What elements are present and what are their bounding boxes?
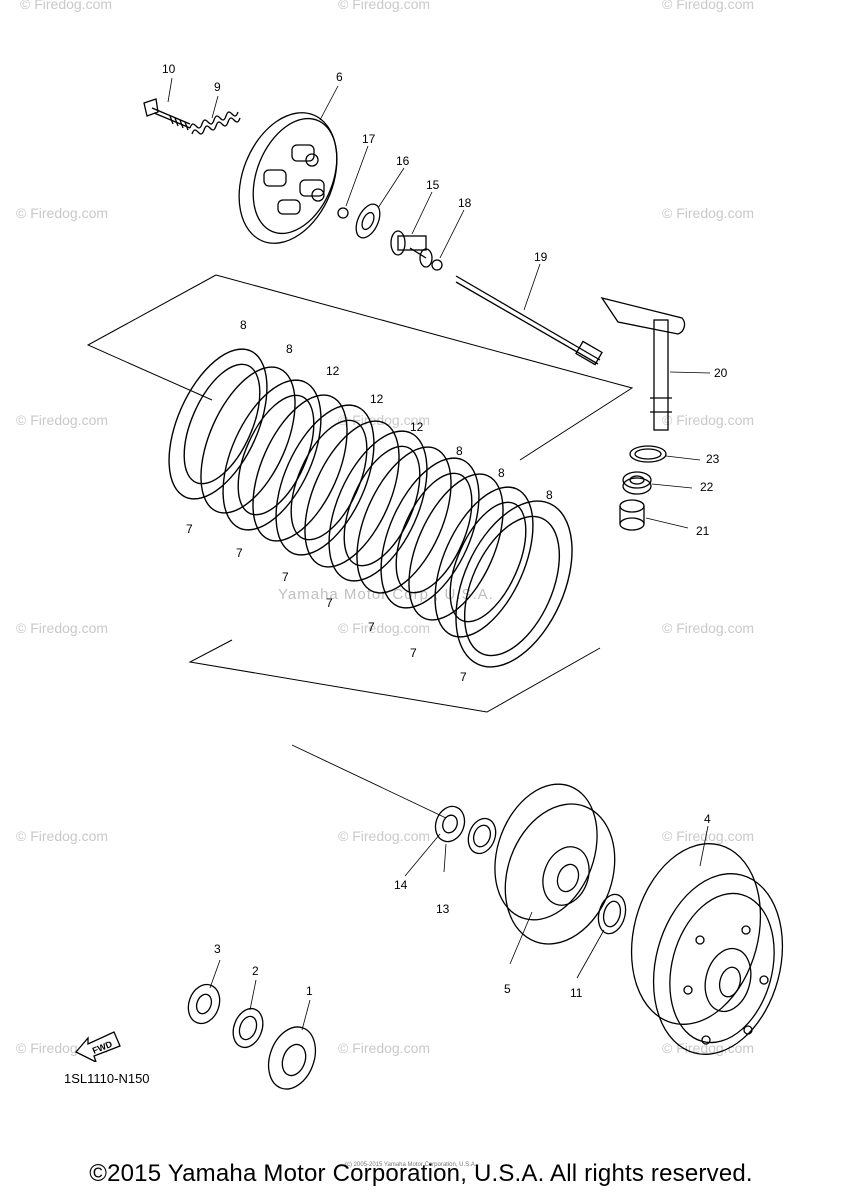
callout-8: 8 — [240, 318, 247, 332]
lever-shaft-part-20 — [600, 296, 686, 431]
callout-12: 12 — [410, 420, 424, 434]
watermark-text: © Firedog.com — [338, 828, 431, 844]
ball-part-17 — [337, 207, 349, 219]
oil-seal-part-22 — [622, 471, 652, 495]
callout-6: 6 — [336, 70, 343, 84]
callout-7: 7 — [186, 522, 193, 536]
washer-part-14 — [434, 805, 466, 843]
watermark-text: © Firedog.com — [338, 620, 431, 636]
watermark-text: © Firedog.com — [662, 412, 755, 428]
callout-8: 8 — [456, 444, 463, 458]
callout-13: 13 — [436, 902, 450, 916]
callout-7: 7 — [236, 546, 243, 560]
pressure-plate-part-6 — [238, 112, 338, 244]
callout-5: 5 — [504, 982, 511, 996]
callout-7: 7 — [460, 670, 467, 684]
callout-8: 8 — [498, 466, 505, 480]
callout-16: 16 — [396, 154, 410, 168]
copyright-notice: ©2015 Yamaha Motor Corporation, U.S.A. A… — [89, 1160, 753, 1187]
callout-18: 18 — [458, 196, 472, 210]
callout-21: 21 — [696, 524, 710, 538]
bushing-part-21 — [619, 499, 645, 531]
watermark-text: © Firedog.com — [16, 620, 109, 636]
pushrod-part-15 — [390, 230, 433, 268]
callout-19: 19 — [534, 250, 548, 264]
callout-12: 12 — [370, 392, 384, 406]
push-rod-part-19 — [455, 275, 603, 366]
spring-part-9 — [189, 111, 241, 135]
callout-7: 7 — [282, 570, 289, 584]
callout-2: 2 — [252, 964, 259, 978]
clutch-boss-part-5 — [494, 783, 616, 945]
washer-part-2 — [232, 1007, 264, 1049]
callout-23: 23 — [706, 452, 720, 466]
watermark-text: © Firedog.com — [662, 1040, 755, 1056]
nut-part-3 — [187, 983, 221, 1025]
callout-8: 8 — [546, 488, 553, 502]
watermark-text: © Firedog.com — [338, 1040, 431, 1056]
callout-20: 20 — [714, 366, 728, 380]
ball-part-18 — [431, 259, 443, 271]
leader-lines — [167, 77, 711, 1031]
callout-9: 9 — [214, 80, 221, 94]
callout-4: 4 — [704, 812, 711, 826]
callout-22: 22 — [700, 480, 714, 494]
gear-part-1 — [267, 1026, 317, 1090]
bolt-part-10 — [143, 98, 191, 131]
watermark-text: © Firedog.com — [662, 205, 755, 221]
callout-7: 7 — [326, 596, 333, 610]
callout-14: 14 — [394, 878, 408, 892]
callout-7: 7 — [368, 620, 375, 634]
callout-12: 12 — [326, 364, 340, 378]
callout-11: 11 — [570, 986, 583, 1000]
callout-1: 1 — [306, 984, 313, 998]
watermark-text: © Firedog.com — [338, 412, 431, 428]
callout-15: 15 — [426, 178, 440, 192]
callout-8: 8 — [286, 342, 293, 356]
callout-10: 10 — [162, 62, 176, 76]
clutch-plate-stack — [168, 348, 573, 668]
diagram-code: 1SL1110-N150 — [64, 1071, 150, 1086]
callout-7: 7 — [410, 646, 417, 660]
bearing-part-16 — [355, 203, 381, 239]
watermark-text: © Firedog.com — [662, 828, 755, 844]
watermark-text: © Firedog.com — [16, 412, 109, 428]
tiny-copyright: (c) 2005-2015 Yamaha Motor Corporation, … — [345, 1162, 477, 1168]
callout-17: 17 — [362, 132, 376, 146]
callout-3: 3 — [214, 942, 221, 956]
watermark-text: © Firedog.com — [20, 0, 113, 12]
washer-part-13 — [467, 817, 497, 855]
watermark-text: © Firedog.com — [338, 0, 431, 12]
circlip-part-23 — [629, 445, 667, 463]
washer-part-11 — [597, 893, 627, 935]
watermark-text: © Firedog.com — [662, 620, 755, 636]
fwd-arrow-icon: FWD — [74, 1031, 121, 1062]
watermark-text: © Firedog.com — [16, 828, 109, 844]
watermark-text: © Firedog.com — [662, 0, 755, 12]
clutch-housing-part-4 — [630, 843, 784, 1055]
watermark-text: © Firedog.com — [16, 205, 109, 221]
